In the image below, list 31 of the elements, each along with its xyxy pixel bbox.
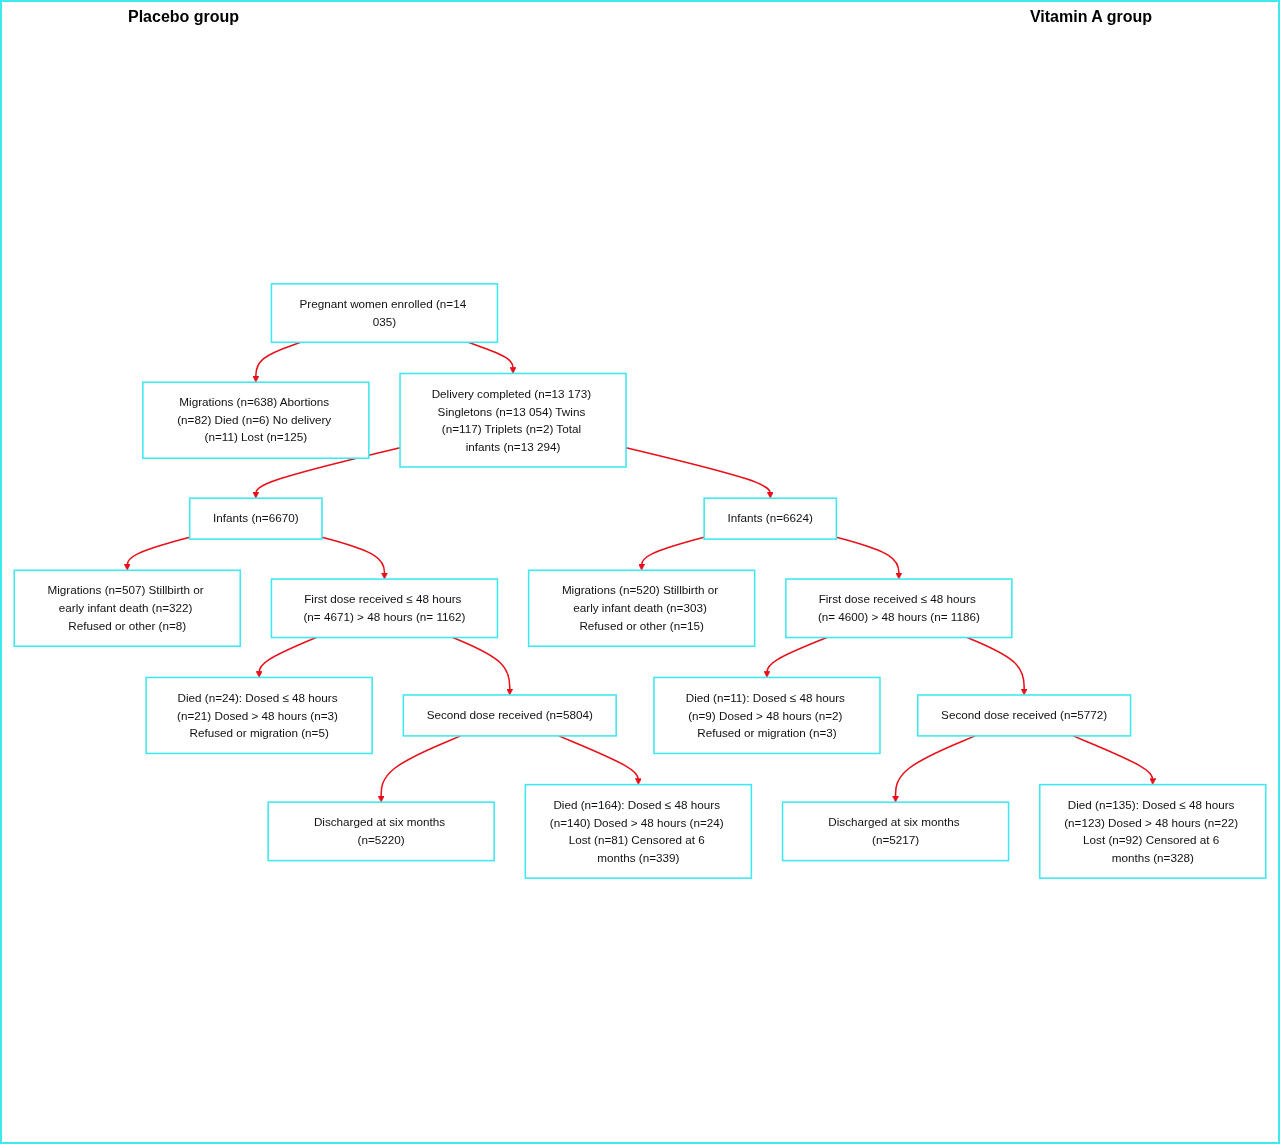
node-box: First dose received ≤ 48 hours (n= 4600) > 48 hours (n= 1186) [785,578,1013,639]
arrow [252,446,401,499]
node-box: Discharged at six months (n=5217) [781,801,1010,862]
arrow [1072,735,1157,785]
arrow [255,636,317,678]
node-box: Migrations (n=638) Abortions (n=82) Died (n=6) No delivery (n=11) Lost (n=125) [142,381,370,459]
node-box: Migrations (n=520) Stillbirth or early infant death (n=303) Refused or other (n=15) [527,569,756,648]
group-label: Vitamin A group [1029,8,1152,26]
arrow [892,735,976,803]
node-box: Died (n=164): Dosed ≤ 48 hours (n=140) Dosed > 48 hours (n=24) Lost (n=81) Censored at 6 months (n=339) [524,783,753,879]
node-box: Died (n=135): Dosed ≤ 48 hours (n=123) Dosed > 48 hours (n=22) Lost (n=92) Censored at 6 months (n=328) [1038,783,1267,879]
arrow [835,536,903,580]
arrow [763,636,828,678]
arrow [377,735,462,803]
node-box: Discharged at six months (n=5220) [267,801,495,862]
group-label: Placebo group [128,8,240,26]
node-box: Infants (n=6624) [703,497,838,540]
node-box: Migrations (n=507) Stillbirth or early infant death (n=322) Refused or other (n=8) [13,569,242,648]
node-box: First dose received ≤ 48 hours (n= 4671) > 48 hours (n= 1162) [270,578,499,639]
node-box: Second dose received (n=5772) [916,694,1132,737]
arrow [321,536,388,580]
arrow [966,636,1028,696]
node-box: Pregnant women enrolled (n=14 035) [270,283,499,344]
node-box: Delivery completed (n=13 173) Singletons (n=13 054) Twins (n=117) Triplets (n=2) Total infants (n=13 294) [399,372,627,468]
node-box: Died (n=11): Dosed ≤ 48 hours (n=9) Dosed > 48 hours (n=2) Refused or migration (n=3) [653,676,881,755]
arrow [638,536,705,571]
node-box: Infants (n=6670) [188,497,323,540]
node-box: Second dose received (n=5804) [402,694,617,737]
arrow [452,636,514,696]
arrow [558,735,642,785]
node-box: Died (n=24): Dosed ≤ 48 hours (n=21) Dosed > 48 hours (n=3) Refused or migration (n=5) [145,676,373,755]
